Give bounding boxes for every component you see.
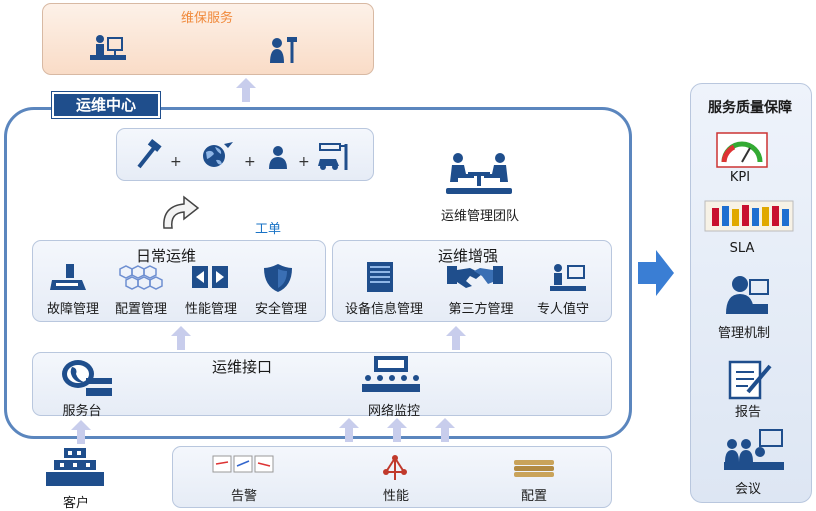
service-desk-phone-icon <box>62 360 112 396</box>
daily-ops-item: 配置管理 <box>114 302 167 317</box>
shield-icon <box>264 264 292 292</box>
customer-label: 客户 <box>62 496 89 511</box>
up-arrow-icon <box>171 326 191 350</box>
daily-ops-item: 性能管理 <box>184 302 237 317</box>
kpi-gauge-icon <box>716 132 768 168</box>
refresh-arrow-icon <box>163 195 200 229</box>
engineer-desk-icon <box>90 35 126 60</box>
resources-panel <box>116 128 374 181</box>
up-arrow-icon <box>71 420 91 444</box>
service-desk-label: 服务台 <box>62 404 102 419</box>
maintenance-service-title: 维保服务 <box>180 11 233 26</box>
ops-enhance-title: 运维增强 <box>438 247 499 265</box>
performance-arrows-icon <box>192 266 228 288</box>
up-arrow-icon <box>446 326 466 350</box>
input-item: 配置 <box>520 489 547 504</box>
up-arrow-icon <box>435 418 455 442</box>
sqa-item: KPI <box>729 170 751 185</box>
sqa-item: 会议 <box>734 482 761 497</box>
sqa-title: 服务质量保障 <box>708 100 792 116</box>
sla-chart-icon <box>704 200 794 232</box>
ops-center-title: 运维中心 <box>52 92 160 118</box>
input-item: 性能 <box>382 489 409 504</box>
daily-ops-item: 故障管理 <box>46 302 99 317</box>
ops-enhance-item: 第三方管理 <box>448 302 514 317</box>
management-person-icon <box>726 276 769 314</box>
ticket-label: 工单 <box>255 222 282 237</box>
server-repair-icon <box>50 264 86 290</box>
right-arrow-icon <box>638 250 674 296</box>
vehicle-icon <box>318 143 348 170</box>
up-arrow-icon <box>236 78 256 102</box>
report-pen-icon <box>728 360 772 400</box>
meeting-team-icon <box>446 153 512 194</box>
hex-config-icon <box>119 265 163 290</box>
alarm-screens-icon <box>212 455 274 473</box>
sqa-item: 报告 <box>734 405 761 420</box>
ops-interface-panel <box>32 352 612 416</box>
daily-ops-title: 日常运维 <box>136 247 197 265</box>
globe-icon <box>203 142 233 167</box>
device-rack-icon <box>367 262 393 292</box>
up-arrow-icon <box>387 418 407 442</box>
ops-interface-title: 运维接口 <box>212 358 273 376</box>
person-icon <box>269 146 287 169</box>
ops-enhance-item: 专人值守 <box>536 302 589 317</box>
up-arrow-icon <box>339 418 359 442</box>
ops-enhance-item: 设备信息管理 <box>344 302 423 317</box>
plus-sign: + <box>298 154 310 170</box>
sqa-item: 管理机制 <box>717 326 770 341</box>
ops-team-label: 运维管理团队 <box>440 209 519 224</box>
engineer-tool-icon <box>270 37 297 63</box>
handshake-icon <box>447 266 503 288</box>
meeting-icon <box>724 429 784 470</box>
attendant-desk-icon <box>550 264 586 291</box>
plus-sign: + <box>244 154 256 170</box>
config-stack-icon <box>514 460 554 477</box>
input-item: 告警 <box>230 489 257 504</box>
hammer-icon <box>137 138 162 169</box>
network-monitor-label: 网络监控 <box>367 404 420 419</box>
network-monitor-icon <box>362 356 420 392</box>
plus-sign: + <box>170 154 182 170</box>
daily-ops-item: 安全管理 <box>254 302 307 317</box>
performance-network-icon <box>383 455 407 480</box>
sqa-item: SLA <box>729 241 755 256</box>
customer-building-icon <box>46 448 104 486</box>
